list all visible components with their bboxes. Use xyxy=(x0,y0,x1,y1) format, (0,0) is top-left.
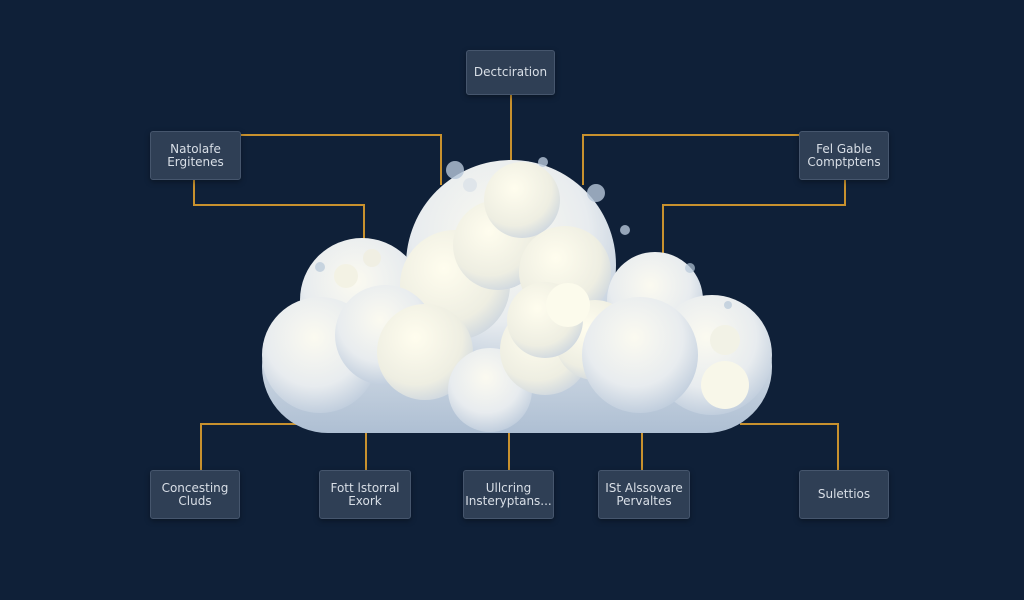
node-bottom-4: ISt Alssovare Pervaltes xyxy=(598,470,690,519)
node-bottom-3: Ullcring Insteryptans... xyxy=(463,470,554,519)
node-top: Dectciration xyxy=(466,50,555,95)
node-top-right: Fel Gable Comptptens xyxy=(799,131,889,180)
connector-top-left-lower xyxy=(193,180,365,245)
connector-top-right-lower xyxy=(662,180,846,255)
connector-top-right-upper xyxy=(582,134,799,185)
connector-bottom-1 xyxy=(200,423,300,470)
node-bottom-2: Fott lstorral Exork xyxy=(319,470,411,519)
node-bottom-5-line-1: Sulettios xyxy=(817,487,871,501)
connector-bottom-5 xyxy=(740,423,839,470)
node-top-right-line-1: Fel Gable xyxy=(816,141,872,156)
node-bottom-2-line-1: Fott lstorral xyxy=(330,480,400,495)
node-top-left: Natolafe Ergitenes xyxy=(150,131,241,180)
node-bottom-4-line-2: Pervaltes xyxy=(616,493,672,508)
node-top-left-line-2: Ergitenes xyxy=(167,154,224,169)
node-top-line-1: Dectciration xyxy=(473,65,548,79)
node-bottom-3-line-1: Ullcring xyxy=(485,480,532,495)
node-bottom-3-line-2: Insteryptans... xyxy=(465,493,552,508)
node-bottom-5: Sulettios xyxy=(799,470,889,519)
node-bottom-1-line-1: Concesting xyxy=(161,480,229,495)
node-bottom-1-line-2: Cluds xyxy=(178,493,212,508)
node-bottom-4-line-1: ISt Alssovare xyxy=(605,480,683,495)
connector-top-left-upper xyxy=(241,134,442,185)
node-bottom-2-line-2: Exork xyxy=(348,493,382,508)
node-top-right-line-2: Comptptens xyxy=(807,154,881,169)
node-bottom-1: Concesting Cluds xyxy=(150,470,240,519)
node-top-left-line-1: Natolafe xyxy=(170,141,221,156)
